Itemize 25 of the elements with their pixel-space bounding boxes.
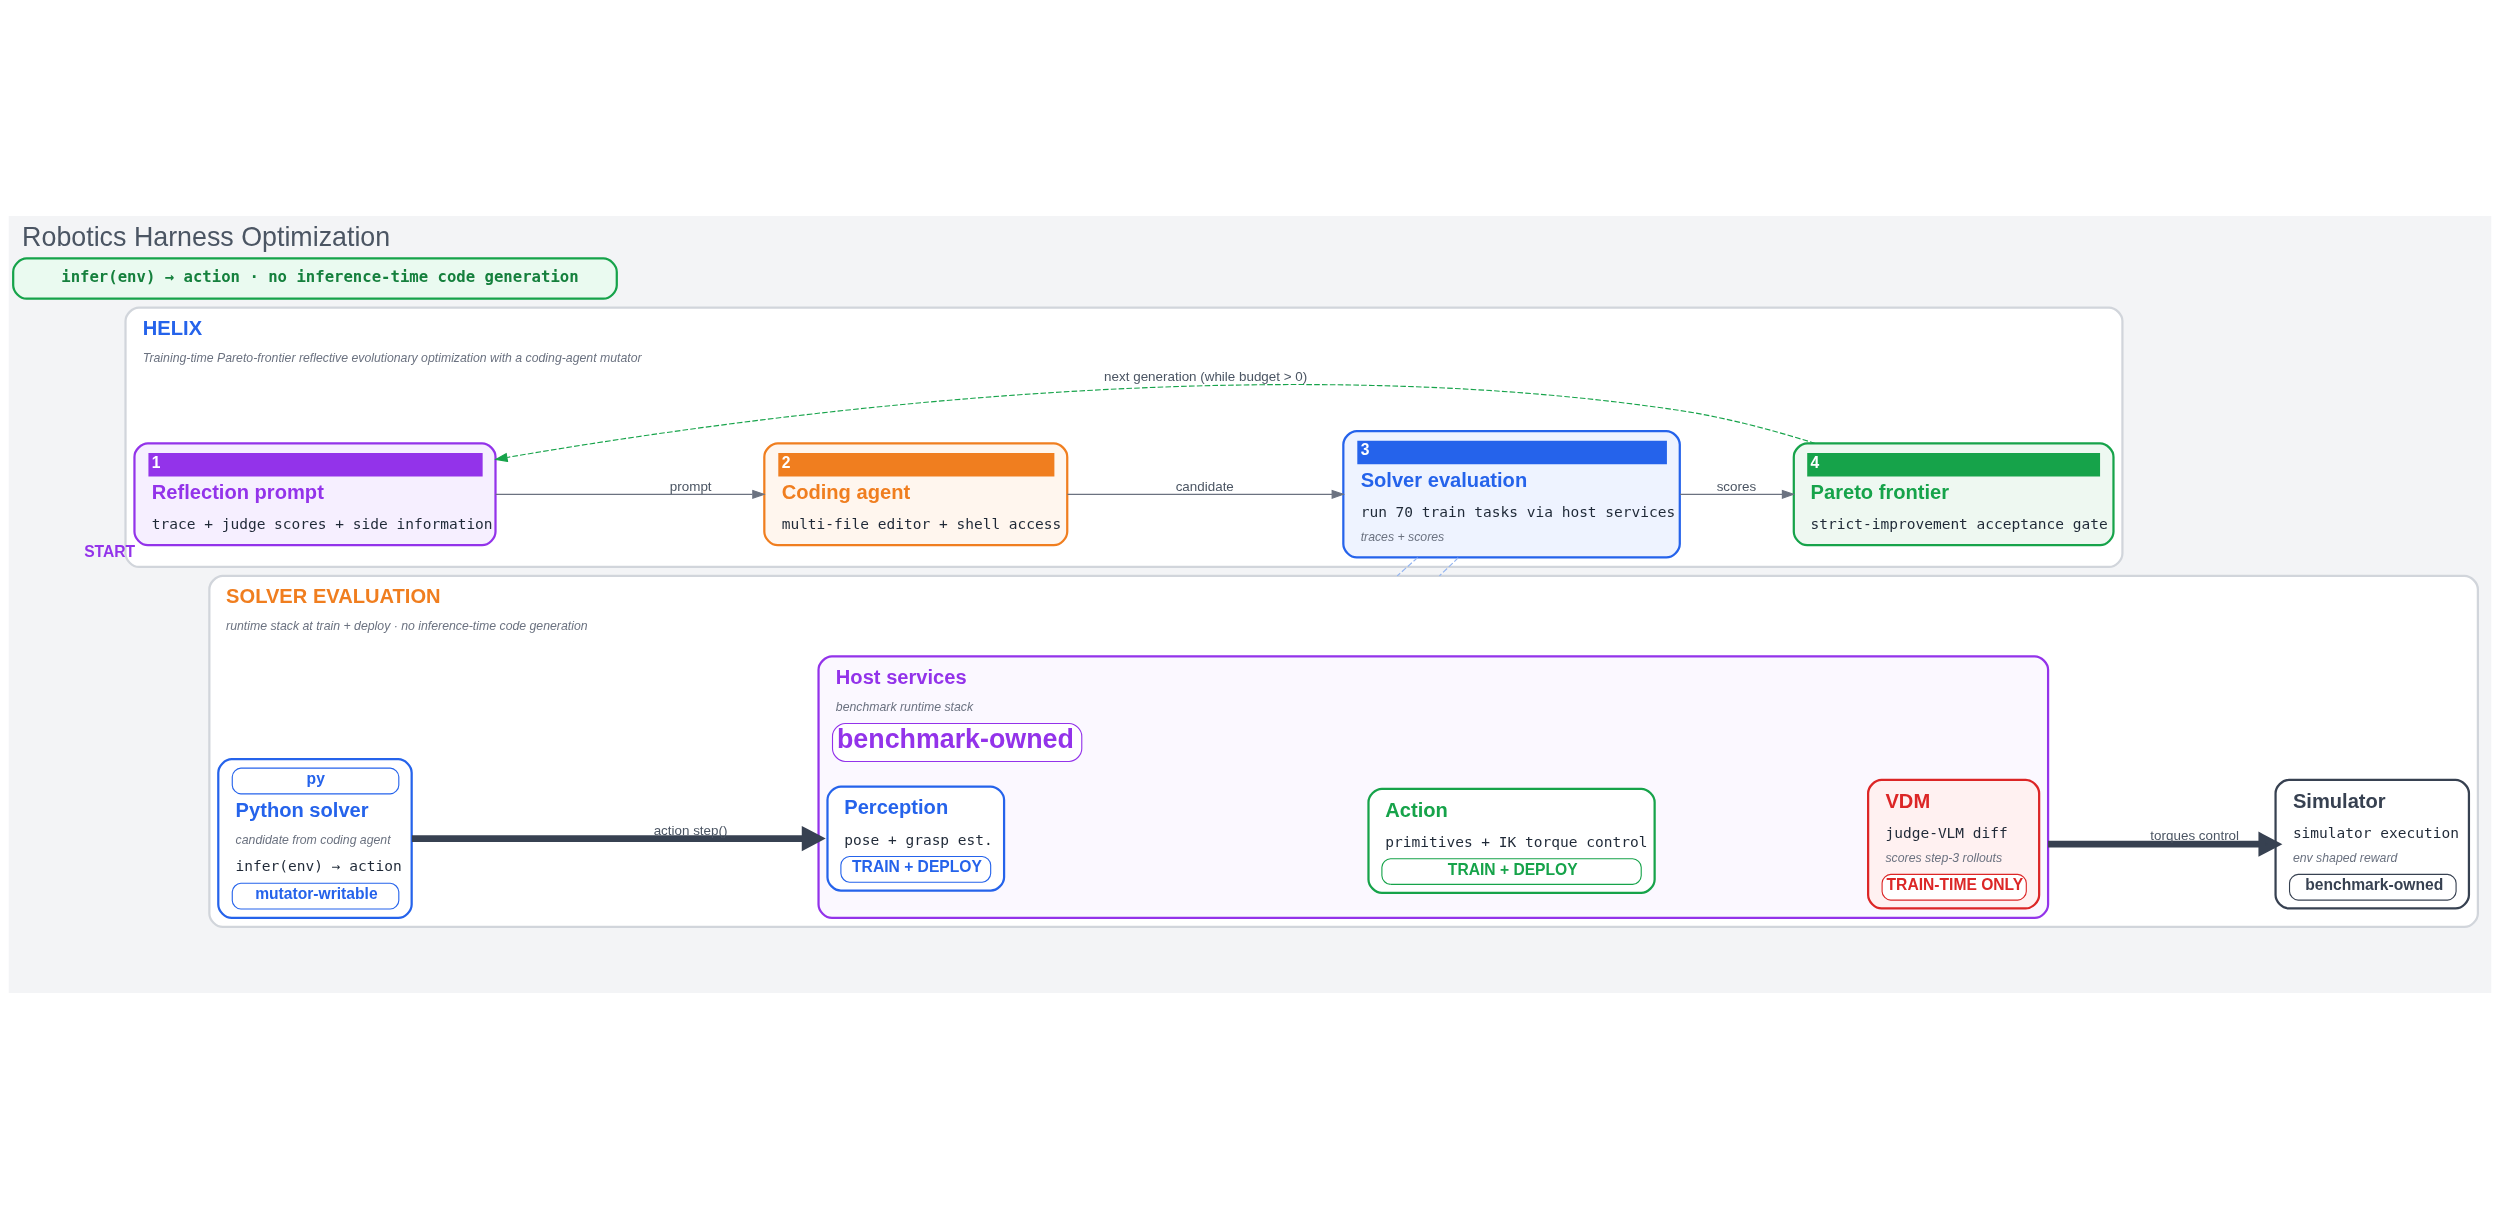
node-box: 4 Pareto frontier strict-improvement acceptance gate bbox=[1792, 442, 2115, 547]
label: infer(env) → action · no inference-time code generation bbox=[61, 266, 579, 286]
node-box: Perception pose + grasp est. TRAIN + DEPLOY bbox=[826, 785, 1006, 892]
edge-label: action step() bbox=[653, 822, 728, 838]
arrow bbox=[495, 489, 766, 500]
arrow bbox=[1066, 489, 1345, 500]
edge-label: scores bbox=[1716, 478, 1757, 494]
node-box: 2 Coding agent multi-file editor + shell access bbox=[763, 442, 1069, 547]
node-box: VDM judge-VLM diff scores step-3 rollouts TRAIN-TIME ONLY bbox=[1867, 778, 2041, 910]
edge-label: prompt bbox=[669, 478, 712, 494]
node-box: py Python solver candidate from coding agent infer(env) → action mutator-writable bbox=[217, 758, 413, 920]
arrow bbox=[2048, 831, 2283, 857]
node-label: START bbox=[84, 542, 136, 560]
node-box: 3 Solver evaluation run 70 train tasks via host services traces + scores bbox=[1342, 430, 1681, 559]
connector bbox=[1396, 557, 1419, 577]
connector bbox=[1438, 557, 1459, 577]
edge-label: next generation (while budget > 0) bbox=[1104, 368, 1308, 384]
edge-label: torques control bbox=[2150, 828, 2240, 844]
arrow bbox=[1679, 489, 1796, 500]
diagram-title: Robotics Harness Optimization bbox=[22, 222, 391, 253]
node-box: Action primitives + IK torque control TRAIN + DEPLOY bbox=[1367, 787, 1656, 894]
node-box: Simulator simulator execution env shaped reward benchmark-owned bbox=[2274, 778, 2471, 910]
arrow bbox=[494, 384, 1816, 463]
edge-label: candidate bbox=[1175, 478, 1234, 494]
arrow bbox=[411, 826, 826, 852]
